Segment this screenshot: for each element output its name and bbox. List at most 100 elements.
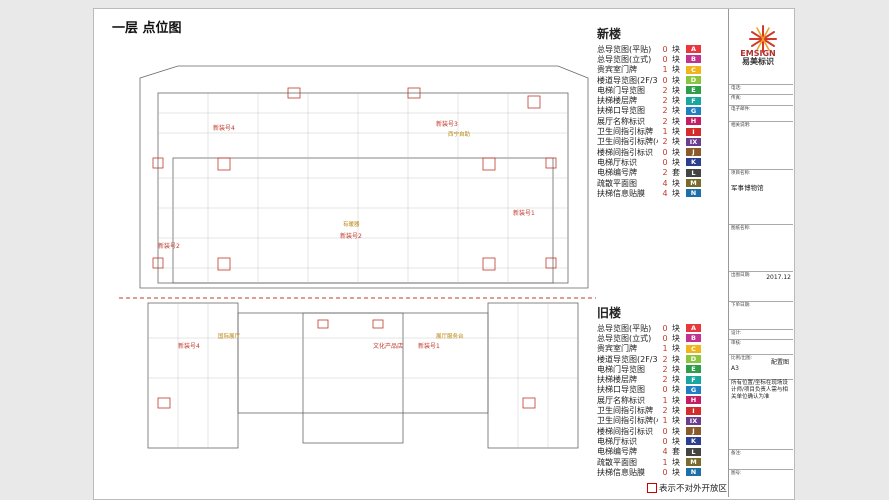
tb-field-label: 出图日期: bbox=[731, 273, 751, 278]
legend-row: 楼道导览图(2F/3F各)2块D bbox=[597, 354, 701, 364]
legend-item-code: J bbox=[686, 427, 701, 436]
legend-item-code: D bbox=[686, 76, 701, 85]
legend-item-count: 0 bbox=[662, 426, 668, 436]
legend-item-code: B bbox=[686, 334, 701, 343]
legend-item-name: 卫生间指引标牌(小) bbox=[597, 137, 658, 147]
tb-note: 所有位置/坐标在现场设计师/项目负责人需与相关单位确认为准 bbox=[729, 379, 793, 429]
scale-paper: A3 bbox=[731, 365, 739, 372]
legend-item-unit: 块 bbox=[672, 65, 680, 75]
legend-item-count: 0 bbox=[662, 467, 668, 477]
legend-item-code: B bbox=[686, 55, 701, 64]
legend-item-name: 贵宾室门牌 bbox=[597, 344, 637, 354]
structural-grid bbox=[158, 93, 568, 283]
legend-item-unit: 块 bbox=[672, 467, 680, 477]
closed-area-note: 表示不对外开放区 bbox=[659, 484, 728, 494]
legend-item-code: H bbox=[686, 396, 701, 405]
legend-item-name: 电梯编号牌 bbox=[597, 447, 637, 457]
plan-label: 新装号2 bbox=[340, 232, 362, 240]
legend-item-unit: 块 bbox=[672, 54, 680, 64]
legend-item-count: 1 bbox=[662, 127, 668, 137]
legend-item-code: N bbox=[686, 189, 701, 198]
legend-item-code: G bbox=[686, 106, 701, 115]
legend-item-code: IX bbox=[686, 416, 701, 425]
legend-item-count: 4 bbox=[662, 178, 668, 188]
brand-name: EMSIGN 易美标识 bbox=[731, 50, 785, 66]
new-building-inner bbox=[157, 92, 569, 284]
legend-item-code: M bbox=[686, 179, 701, 187]
tb-field: 比例/出图: 配置图 A3 bbox=[729, 354, 793, 374]
legend-item-count: 0 bbox=[662, 385, 668, 395]
legend-item-code: K bbox=[686, 437, 701, 446]
legend-item-count: 1 bbox=[662, 416, 668, 426]
plan-label: 新装号1 bbox=[513, 209, 535, 217]
legend-item-unit: 块 bbox=[672, 106, 680, 116]
legend-item-name: 卫生间指引标牌 bbox=[597, 406, 653, 416]
legend-item-code: C bbox=[686, 65, 701, 74]
tb-field: 电子邮件: bbox=[729, 105, 793, 113]
plan-label: 新装号4 bbox=[178, 342, 200, 350]
tb-field-label: 比例/出图: bbox=[731, 356, 753, 361]
legend-item-name: 卫生间指引标牌 bbox=[597, 127, 653, 137]
legend-item-unit: 块 bbox=[672, 406, 680, 416]
legend-item-name: 总导览图(立式) bbox=[597, 54, 652, 64]
legend-item-unit: 块 bbox=[672, 375, 680, 385]
legend-item-count: 2 bbox=[662, 106, 668, 116]
legend-item-unit: 块 bbox=[672, 75, 680, 85]
legend-item-code: G bbox=[686, 385, 701, 394]
legend-item-unit: 块 bbox=[672, 96, 680, 106]
plan-label: 文化产品店 bbox=[373, 342, 403, 350]
legend-item-count: 4 bbox=[662, 188, 668, 198]
sign-markers bbox=[152, 87, 557, 409]
legend-item-name: 总导览图(立式) bbox=[597, 333, 652, 343]
legend-item-code: D bbox=[686, 355, 701, 364]
legend-item-unit: 块 bbox=[672, 178, 680, 188]
tb-field: 出图日期: 2017.12 bbox=[729, 271, 793, 291]
legend-item-count: 0 bbox=[662, 147, 668, 157]
new-building bbox=[139, 65, 589, 289]
tb-field: 项目名称: 军事博物馆 bbox=[729, 169, 793, 219]
legend-item-count: 0 bbox=[662, 75, 668, 85]
approval: 配置图 bbox=[770, 359, 789, 366]
legend-item-name: 贵宾室门牌 bbox=[597, 65, 637, 75]
title-block: 电话: 传真: 电子邮件: 相关说明: 项目名称: 军事博物馆 图纸名称: 出图… bbox=[728, 9, 793, 497]
legend-item-count: 2 bbox=[662, 137, 668, 147]
legend-item-count: 2 bbox=[662, 85, 668, 95]
legend-item-code: I bbox=[686, 127, 701, 136]
legend-item-unit: 块 bbox=[672, 127, 680, 137]
legend-item-code: K bbox=[686, 158, 701, 167]
legend-item-unit: 块 bbox=[672, 85, 680, 95]
tb-field: 图号: bbox=[729, 469, 793, 484]
legend-item-code: F bbox=[686, 375, 701, 384]
legend-item-count: 0 bbox=[662, 44, 668, 54]
legend-row: 楼道导览图(2F/3F各)0块D bbox=[597, 75, 701, 85]
legend-item-code: M bbox=[686, 458, 701, 466]
legend-heading: 旧楼 bbox=[597, 306, 622, 320]
main-hall bbox=[172, 157, 554, 284]
plan-label: 新装号1 bbox=[418, 342, 440, 350]
drawing-sheet bbox=[93, 8, 795, 500]
legend-item-name: 扶梯信息贴膜 bbox=[597, 188, 645, 198]
old-grid bbox=[148, 303, 578, 448]
plan-label: 有暖器 bbox=[343, 220, 360, 228]
tb-field: 图纸名称: bbox=[729, 224, 793, 264]
legend-item-count: 2 bbox=[662, 116, 668, 126]
legend-item-code: L bbox=[686, 447, 701, 456]
legend-item-name: 扶梯口导览图 bbox=[597, 106, 645, 116]
legend-item-count: 0 bbox=[662, 436, 668, 446]
tb-field: 电话: bbox=[729, 84, 793, 94]
tb-field-label: 项目名称: bbox=[731, 171, 751, 176]
legend-item-count: 4 bbox=[662, 447, 668, 457]
